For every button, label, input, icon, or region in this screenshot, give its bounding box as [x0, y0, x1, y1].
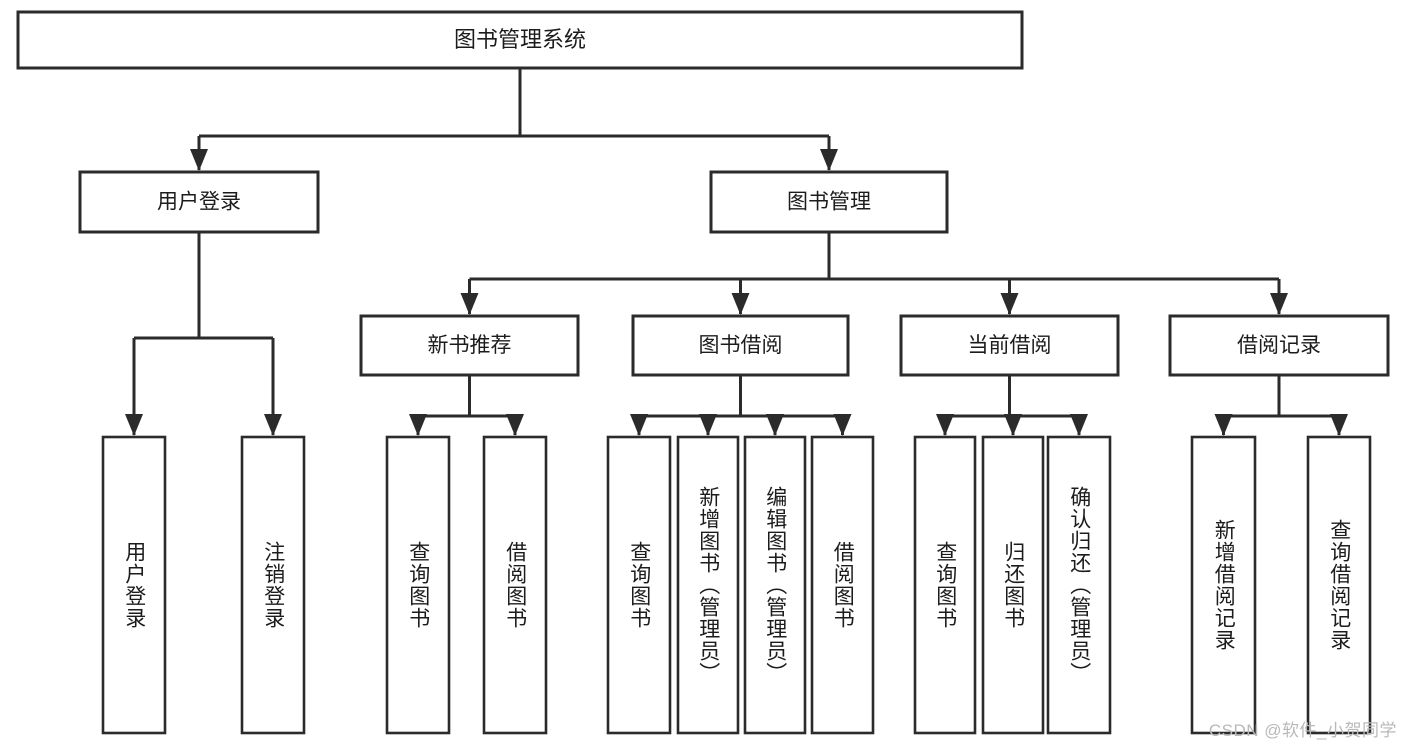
node-borrow-record-label: 借阅记录: [1237, 334, 1321, 357]
node-leaf-confirm-return[interactable]: [1046, 435, 1112, 735]
node-leaf-borrow-book-2[interactable]: [810, 435, 875, 735]
arrow-current-borrow-to-leaf-confirm-return: [1070, 414, 1088, 436]
node-current-borrow-label: 当前借阅: [968, 334, 1052, 357]
arrow-book-borrow-to-leaf-query-book-2: [630, 414, 648, 436]
arrow-root-to-book-manage: [820, 149, 838, 171]
arrow-current-borrow-to-leaf-return-book: [1004, 414, 1022, 436]
arrow-user-login-to-leaf-user-login: [125, 414, 143, 436]
node-leaf-add-book[interactable]: [676, 435, 740, 735]
node-book-manage-label: 图书管理: [787, 191, 871, 214]
node-book-borrow-label: 图书借阅: [699, 334, 783, 357]
node-book-manage[interactable]: [709, 170, 949, 234]
node-leaf-query-record[interactable]: [1306, 435, 1372, 735]
node-current-borrow[interactable]: [899, 314, 1120, 377]
node-root-system[interactable]: [16, 10, 1024, 70]
node-user-login[interactable]: [78, 170, 320, 234]
box-layer: [16, 10, 1390, 735]
node-user-login-label: 用户登录: [157, 191, 241, 214]
node-leaf-return-book[interactable]: [981, 435, 1045, 735]
arrow-bookmanage-to-book-borrow: [731, 293, 750, 315]
node-leaf-borrow-book-1[interactable]: [482, 435, 548, 735]
node-leaf-logout[interactable]: [240, 435, 306, 735]
arrow-new-book-rec-to-leaf-borrow-book-1: [506, 414, 524, 436]
node-new-book-rec-label: 新书推荐: [428, 334, 512, 357]
connector-layer: [125, 68, 1348, 436]
node-leaf-add-record[interactable]: [1190, 435, 1257, 735]
arrow-current-borrow-to-leaf-query-book-3: [936, 414, 954, 436]
node-leaf-edit-book[interactable]: [743, 435, 807, 735]
arrow-borrow-record-to-leaf-add-record: [1214, 414, 1233, 436]
arrow-book-borrow-to-leaf-add-book: [699, 414, 717, 436]
arrow-new-book-rec-to-leaf-query-book-1: [409, 414, 427, 436]
arrow-bookmanage-to-current-borrow: [1000, 293, 1019, 315]
arrow-book-borrow-to-leaf-borrow-book-2: [833, 414, 852, 436]
node-root-label: 图书管理系统: [454, 27, 586, 52]
arrow-root-to-user-login: [190, 149, 208, 171]
node-borrow-record[interactable]: [1168, 314, 1390, 377]
arrow-user-login-to-leaf-logout: [264, 414, 282, 436]
node-book-borrow[interactable]: [631, 314, 850, 377]
node-leaf-user-login[interactable]: [101, 435, 167, 735]
node-leaf-query-book-3[interactable]: [913, 435, 977, 735]
node-new-book-rec[interactable]: [359, 314, 580, 377]
arrow-bookmanage-to-new-book-rec: [460, 293, 479, 315]
arrow-book-borrow-to-leaf-edit-book: [766, 414, 784, 436]
node-leaf-query-book-1[interactable]: [385, 435, 451, 735]
arrow-bookmanage-to-borrow-record: [1270, 293, 1288, 315]
arrow-borrow-record-to-leaf-query-record: [1330, 414, 1348, 436]
node-leaf-query-book-2[interactable]: [606, 435, 672, 735]
